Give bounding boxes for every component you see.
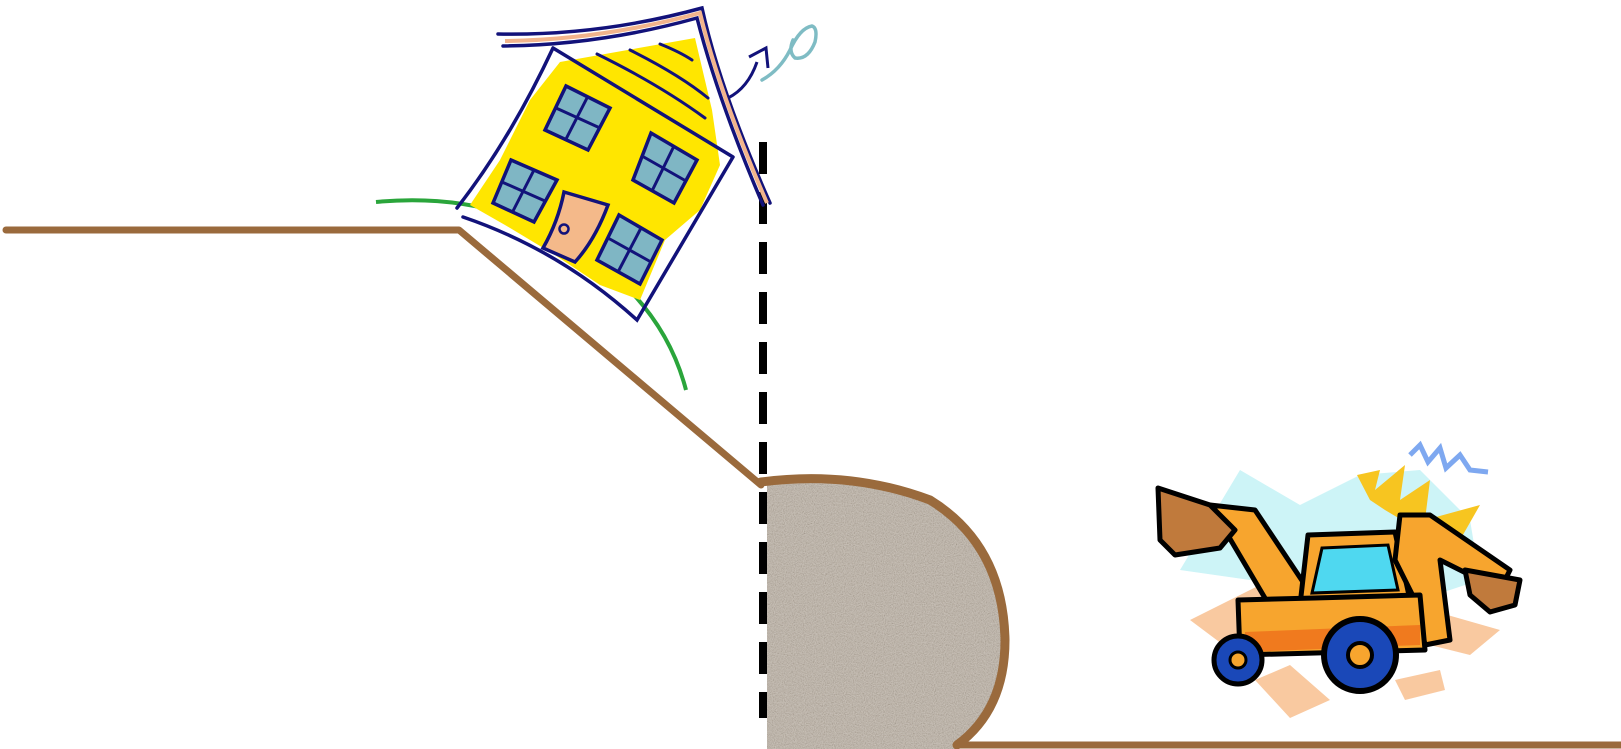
backhoe-bucket	[1465, 570, 1520, 612]
backhoe-excavator-icon	[1158, 445, 1520, 718]
rear-wheel	[1324, 619, 1396, 691]
chimney-smoke-icon	[728, 62, 757, 98]
spark-blue	[1410, 445, 1488, 472]
front-wheel	[1214, 636, 1262, 684]
cab-window	[1312, 545, 1398, 593]
smoke-curl	[762, 26, 816, 80]
gravel-fill	[760, 470, 1020, 749]
soil-mound	[760, 470, 1020, 749]
smoke-arrowhead	[749, 48, 768, 68]
